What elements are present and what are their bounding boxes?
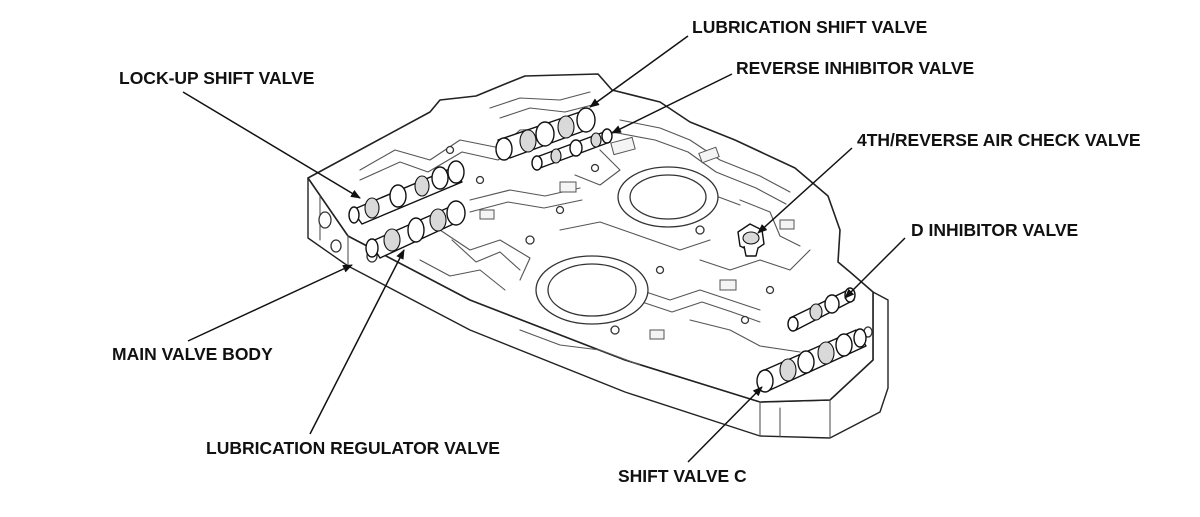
label-shift-valve-c: SHIFT VALVE C xyxy=(618,466,747,486)
label-lubrication-shift-valve: LUBRICATION SHIFT VALVE xyxy=(692,17,928,37)
lock-up-shift-valve-part xyxy=(348,160,465,225)
leader-lock-up-shift xyxy=(182,91,361,199)
label-main-valve-body: MAIN VALVE BODY xyxy=(112,344,273,364)
shift-valve-c-part xyxy=(756,328,867,393)
reverse-inhibitor-valve-part xyxy=(531,128,613,171)
leader-air-check xyxy=(757,147,853,234)
leader-reverse-inhibitor xyxy=(611,73,733,134)
label-reverse-inhibitor-valve: REVERSE INHIBITOR VALVE xyxy=(736,58,975,78)
leader-lines xyxy=(182,35,906,463)
label-4th-reverse-air-check-valve: 4TH/REVERSE AIR CHECK VALVE xyxy=(857,130,1141,150)
lubrication-shift-valve-part xyxy=(495,107,596,161)
leader-main-valve-body xyxy=(187,264,353,342)
large-bores xyxy=(535,166,719,325)
label-lock-up-shift-valve: LOCK-UP SHIFT VALVE xyxy=(119,68,315,88)
leader-d-inhibitor xyxy=(844,237,906,299)
lubrication-regulator-valve-part xyxy=(365,200,466,259)
body-top-face xyxy=(307,73,874,403)
body-port-hole xyxy=(318,211,332,229)
leader-lubrication-regulator xyxy=(309,249,405,435)
body-port-hole xyxy=(330,239,342,253)
leader-lubrication-shift xyxy=(589,35,689,108)
label-d-inhibitor-valve: D INHIBITOR VALVE xyxy=(911,220,1079,240)
leader-shift-valve-c xyxy=(687,386,763,463)
fluid-passages xyxy=(359,91,811,366)
label-lubrication-regulator-valve: LUBRICATION REGULATOR VALVE xyxy=(206,438,500,458)
